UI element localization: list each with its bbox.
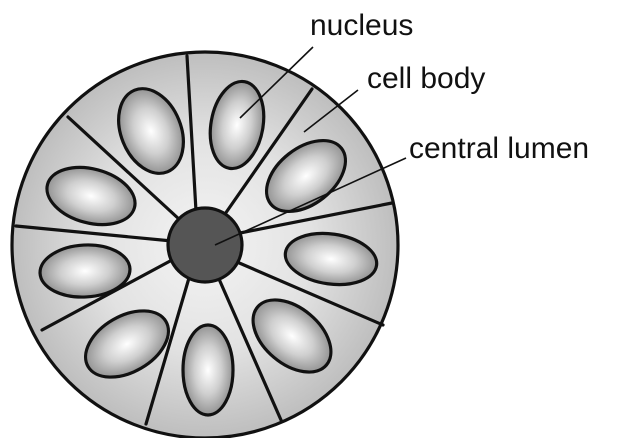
cell-body-label: cell body [367,62,485,95]
nucleus [183,325,233,415]
central-lumen-label: central lumen [409,132,589,165]
central-lumen [168,208,242,282]
nucleus-label: nucleus [310,9,413,42]
rosette [12,52,398,438]
